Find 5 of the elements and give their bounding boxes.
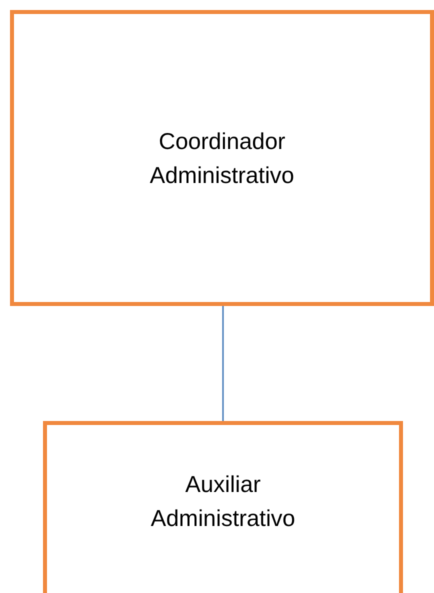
- org-box: [43, 421, 403, 593]
- role-title: Coordinador Administrativo: [148, 127, 296, 190]
- org-box: [10, 10, 434, 306]
- role-title: Auxiliar Administrativo: [150, 470, 296, 533]
- connector-line: [222, 306, 224, 421]
